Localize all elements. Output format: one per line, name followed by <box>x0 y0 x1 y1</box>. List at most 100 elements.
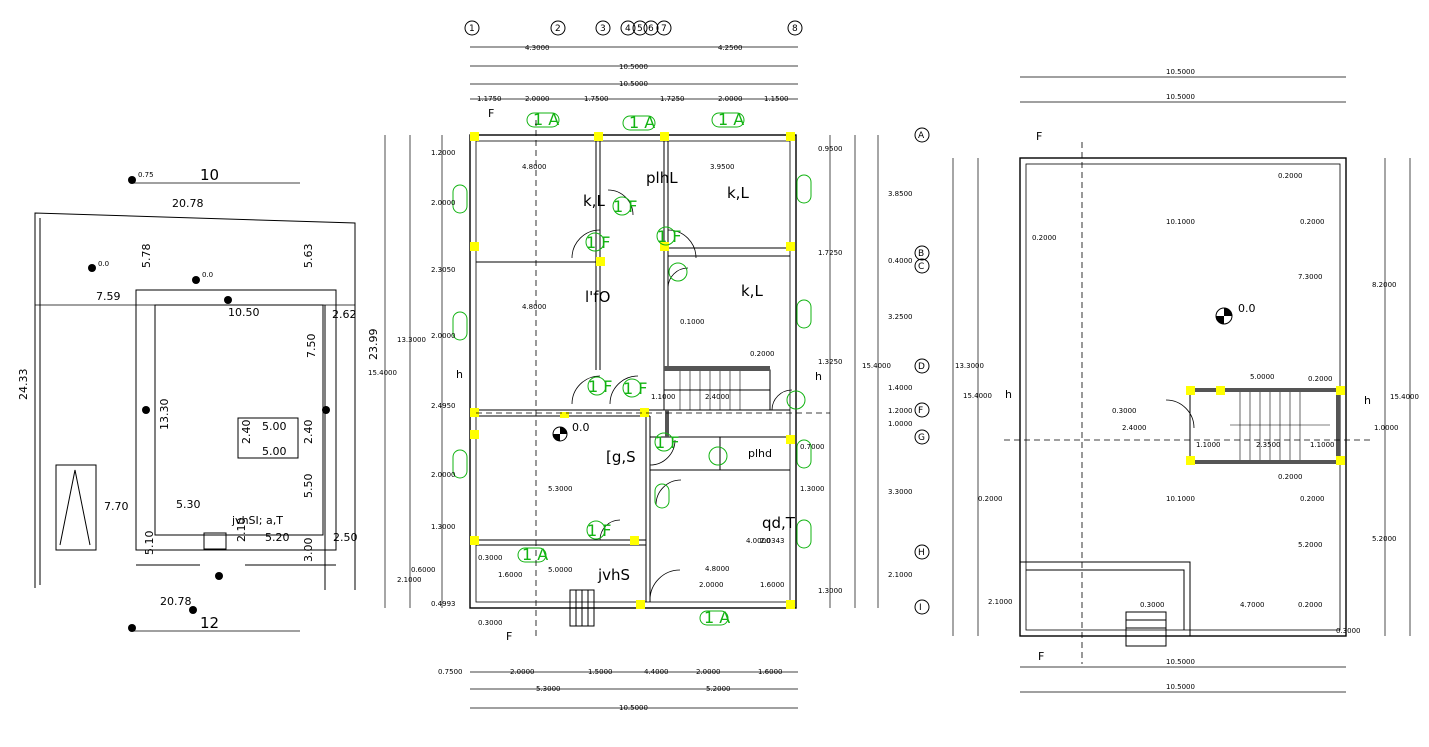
svg-text:D: D <box>918 362 925 372</box>
svg-text:2.0000: 2.0000 <box>431 471 456 479</box>
top-dimensions <box>470 46 798 100</box>
svg-text:H: H <box>918 548 925 558</box>
svg-text:13.30: 13.30 <box>158 399 171 431</box>
svg-text:1.0000: 1.0000 <box>1374 424 1399 432</box>
svg-text:5.3000: 5.3000 <box>548 485 573 493</box>
site-left-depth: 24.33 <box>17 369 30 401</box>
svg-text:1.7250: 1.7250 <box>660 95 685 103</box>
svg-text:10.5000: 10.5000 <box>1166 93 1195 101</box>
svg-text:5.10: 5.10 <box>143 531 156 556</box>
svg-text:7.3000: 7.3000 <box>1298 273 1323 281</box>
svg-text:1.6000: 1.6000 <box>758 668 783 676</box>
svg-text:10.5000: 10.5000 <box>1166 68 1195 76</box>
svg-text:5.2000: 5.2000 <box>706 685 731 693</box>
svg-text:10.5000: 10.5000 <box>1166 683 1195 691</box>
room-label: jvhS <box>597 566 630 584</box>
svg-text:5.0000: 5.0000 <box>1250 373 1275 381</box>
svg-text:0.3000: 0.3000 <box>1112 407 1137 415</box>
svg-text:5.2000: 5.2000 <box>1298 541 1323 549</box>
svg-text:1: 1 <box>469 24 475 34</box>
svg-text:1.1750: 1.1750 <box>477 95 502 103</box>
section-mark: F <box>488 107 494 120</box>
structural-columns <box>470 132 795 609</box>
svg-text:1 A: 1 A <box>522 545 548 564</box>
level-marker-icon <box>128 176 136 184</box>
svg-text:1 F: 1 F <box>657 227 681 246</box>
svg-text:2.0000: 2.0000 <box>431 199 456 207</box>
svg-text:4.2500: 4.2500 <box>718 44 743 52</box>
svg-text:3.9500: 3.9500 <box>710 163 735 171</box>
svg-text:15.4000: 15.4000 <box>963 392 992 400</box>
svg-text:0.2000: 0.2000 <box>1300 218 1325 226</box>
room-label: k,L <box>583 192 605 210</box>
svg-text:3.3000: 3.3000 <box>888 488 913 496</box>
room-label: k,L <box>741 282 763 300</box>
svg-text:13.3000: 13.3000 <box>397 336 426 344</box>
svg-text:2.0343: 2.0343 <box>760 537 785 545</box>
svg-text:2.4950: 2.4950 <box>431 402 456 410</box>
svg-text:8: 8 <box>792 24 798 34</box>
svg-text:3: 3 <box>600 24 606 34</box>
svg-text:2.0000: 2.0000 <box>431 332 456 340</box>
svg-text:3.2500: 3.2500 <box>888 313 913 321</box>
svg-text:6: 6 <box>648 24 654 34</box>
room-label: k,L <box>727 184 749 202</box>
svg-text:7.59: 7.59 <box>96 290 121 303</box>
svg-text:0.6000: 0.6000 <box>411 566 436 574</box>
svg-text:10.50: 10.50 <box>228 306 260 319</box>
svg-text:10.5000: 10.5000 <box>619 63 648 71</box>
svg-text:F: F <box>1038 650 1044 663</box>
svg-text:0.9500: 0.9500 <box>818 145 843 153</box>
svg-text:0.2000: 0.2000 <box>1308 375 1333 383</box>
svg-text:4.8000: 4.8000 <box>705 565 730 573</box>
svg-text:2.0000: 2.0000 <box>696 668 721 676</box>
svg-text:5.63: 5.63 <box>302 244 315 269</box>
svg-text:2.1000: 2.1000 <box>397 576 422 584</box>
svg-text:5: 5 <box>637 24 643 34</box>
svg-text:0.4000: 0.4000 <box>888 257 913 265</box>
svg-text:2.40: 2.40 <box>240 420 253 445</box>
svg-text:0.7500: 0.7500 <box>438 668 463 676</box>
svg-text:1 F: 1 F <box>623 379 647 398</box>
room-label: plhd <box>748 447 772 460</box>
svg-text:0.2000: 0.2000 <box>1298 601 1323 609</box>
svg-text:10.5000: 10.5000 <box>619 80 648 88</box>
site-overall-depth: 23.99 <box>367 329 380 361</box>
svg-text:1.7250: 1.7250 <box>818 249 843 257</box>
svg-text:7: 7 <box>661 24 667 34</box>
svg-text:0.3000: 0.3000 <box>478 619 503 627</box>
svg-text:5.0000: 5.0000 <box>548 566 573 574</box>
svg-text:1.1000: 1.1000 <box>1310 441 1335 449</box>
svg-text:2.3500: 2.3500 <box>1256 441 1281 449</box>
svg-text:0.2000: 0.2000 <box>750 350 775 358</box>
room-label: plhL <box>646 169 678 187</box>
site-top-width: 20.78 <box>172 197 204 210</box>
staircase <box>663 366 771 437</box>
svg-text:2.1000: 2.1000 <box>988 598 1013 606</box>
svg-text:1.6000: 1.6000 <box>498 571 523 579</box>
svg-text:2.4000: 2.4000 <box>1122 424 1147 432</box>
svg-text:13.3000: 13.3000 <box>955 362 984 370</box>
roof-section-h: h <box>1005 388 1012 401</box>
svg-text:0.4993: 0.4993 <box>431 600 456 608</box>
svg-text:C: C <box>918 262 924 272</box>
svg-text:4.8000: 4.8000 <box>522 163 547 171</box>
svg-text:0.0: 0.0 <box>98 260 109 268</box>
svg-text:5.2000: 5.2000 <box>1372 535 1397 543</box>
svg-text:7.70: 7.70 <box>104 500 129 513</box>
svg-text:0.2000: 0.2000 <box>1032 234 1057 242</box>
svg-text:5.78: 5.78 <box>140 244 153 269</box>
svg-text:10.1000: 10.1000 <box>1166 495 1195 503</box>
room-label: [g,S <box>606 448 636 466</box>
svg-text:2.40: 2.40 <box>302 420 315 445</box>
svg-text:1.4000: 1.4000 <box>888 384 913 392</box>
grid-axes-right: A B C D F G H I <box>914 127 930 615</box>
svg-text:1.7500: 1.7500 <box>584 95 609 103</box>
svg-text:5.00: 5.00 <box>262 420 287 433</box>
svg-text:A: A <box>918 131 925 141</box>
svg-text:4.7000: 4.7000 <box>1240 601 1265 609</box>
svg-text:1 F: 1 F <box>587 521 611 540</box>
svg-text:1 A: 1 A <box>629 113 655 132</box>
svg-text:F: F <box>918 406 923 416</box>
svg-text:3.00: 3.00 <box>302 538 315 563</box>
